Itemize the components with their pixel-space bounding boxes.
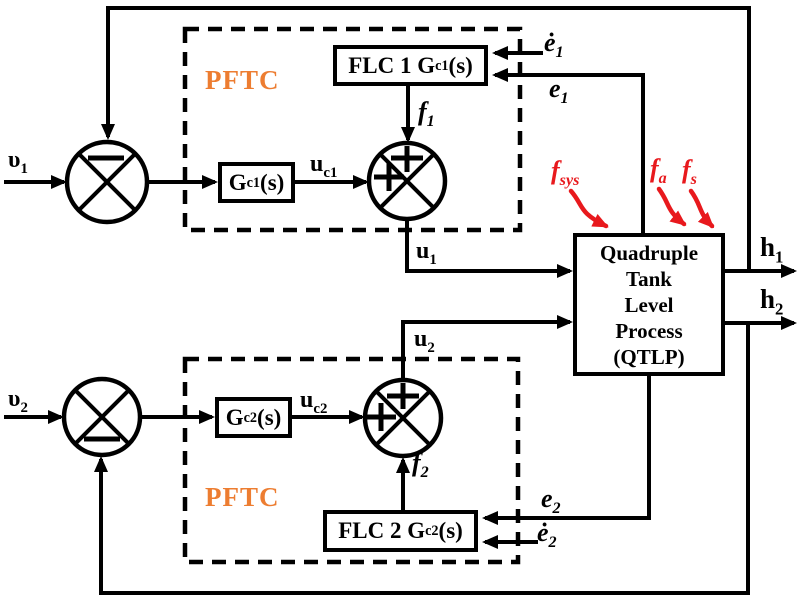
label-uc1: uc1 xyxy=(310,151,338,181)
gc2-label: G xyxy=(225,404,244,430)
label-edot1: ė1 xyxy=(544,28,564,62)
qtlp-line-4: Process xyxy=(615,318,683,343)
u2-line xyxy=(401,315,573,380)
qtlp-line-3: Level xyxy=(624,292,674,317)
qtlp-line-1: Quadruple xyxy=(599,240,699,265)
qtlp-line-5: (QTLP) xyxy=(613,344,685,369)
pftc-dashed-box-top xyxy=(182,26,523,233)
e2-line xyxy=(482,376,651,525)
plus-icon xyxy=(391,146,423,172)
e1-line xyxy=(492,68,645,233)
label-fa: fa xyxy=(650,154,667,188)
label-e1: e1 xyxy=(549,74,569,108)
label-fsys: fsys xyxy=(551,156,580,190)
qtlp-block: Quadruple Tank Level Process (QTLP) xyxy=(573,233,725,376)
qtlp-line-2: Tank xyxy=(626,266,672,291)
pftc-dashed-box-bottom xyxy=(182,356,521,565)
fs-fault-arrow xyxy=(688,188,715,229)
label-f2: f2 xyxy=(412,448,429,482)
label-h1: h1 xyxy=(760,232,784,267)
h2-feedback-line xyxy=(94,325,750,595)
fa-fault-arrow xyxy=(656,186,687,227)
label-v2: υ2 xyxy=(8,386,28,416)
label-u2: u2 xyxy=(414,326,435,356)
pftc-label-top: PFTC xyxy=(205,65,280,95)
plus-icon xyxy=(374,163,404,191)
fsys-fault-arrow xyxy=(568,188,609,229)
label-fs: fs xyxy=(682,155,697,189)
flc2-label: FLC 2 G xyxy=(338,518,426,543)
label-uc2: uc2 xyxy=(300,387,328,417)
pftc-label-bottom: PFTC xyxy=(205,482,280,512)
sum-junction-2 xyxy=(366,140,448,222)
label-e2: e2 xyxy=(541,484,561,518)
label-edot2: ė2 xyxy=(537,518,557,552)
plus-icon xyxy=(387,383,419,409)
u1-line xyxy=(405,219,573,278)
label-u1: u1 xyxy=(416,238,437,268)
label-f1: f1 xyxy=(418,97,435,131)
sum-junction-4 xyxy=(362,377,444,459)
gc1-label: G xyxy=(228,169,247,195)
plus-icon xyxy=(366,403,396,431)
label-h2: h2 xyxy=(760,284,784,319)
flc1-label: FLC 1 G xyxy=(348,52,436,78)
label-v1: υ1 xyxy=(8,147,28,177)
sum-junction-1 xyxy=(64,139,150,225)
h1-feedback-line xyxy=(101,6,751,271)
sum-junction-3 xyxy=(61,376,143,458)
